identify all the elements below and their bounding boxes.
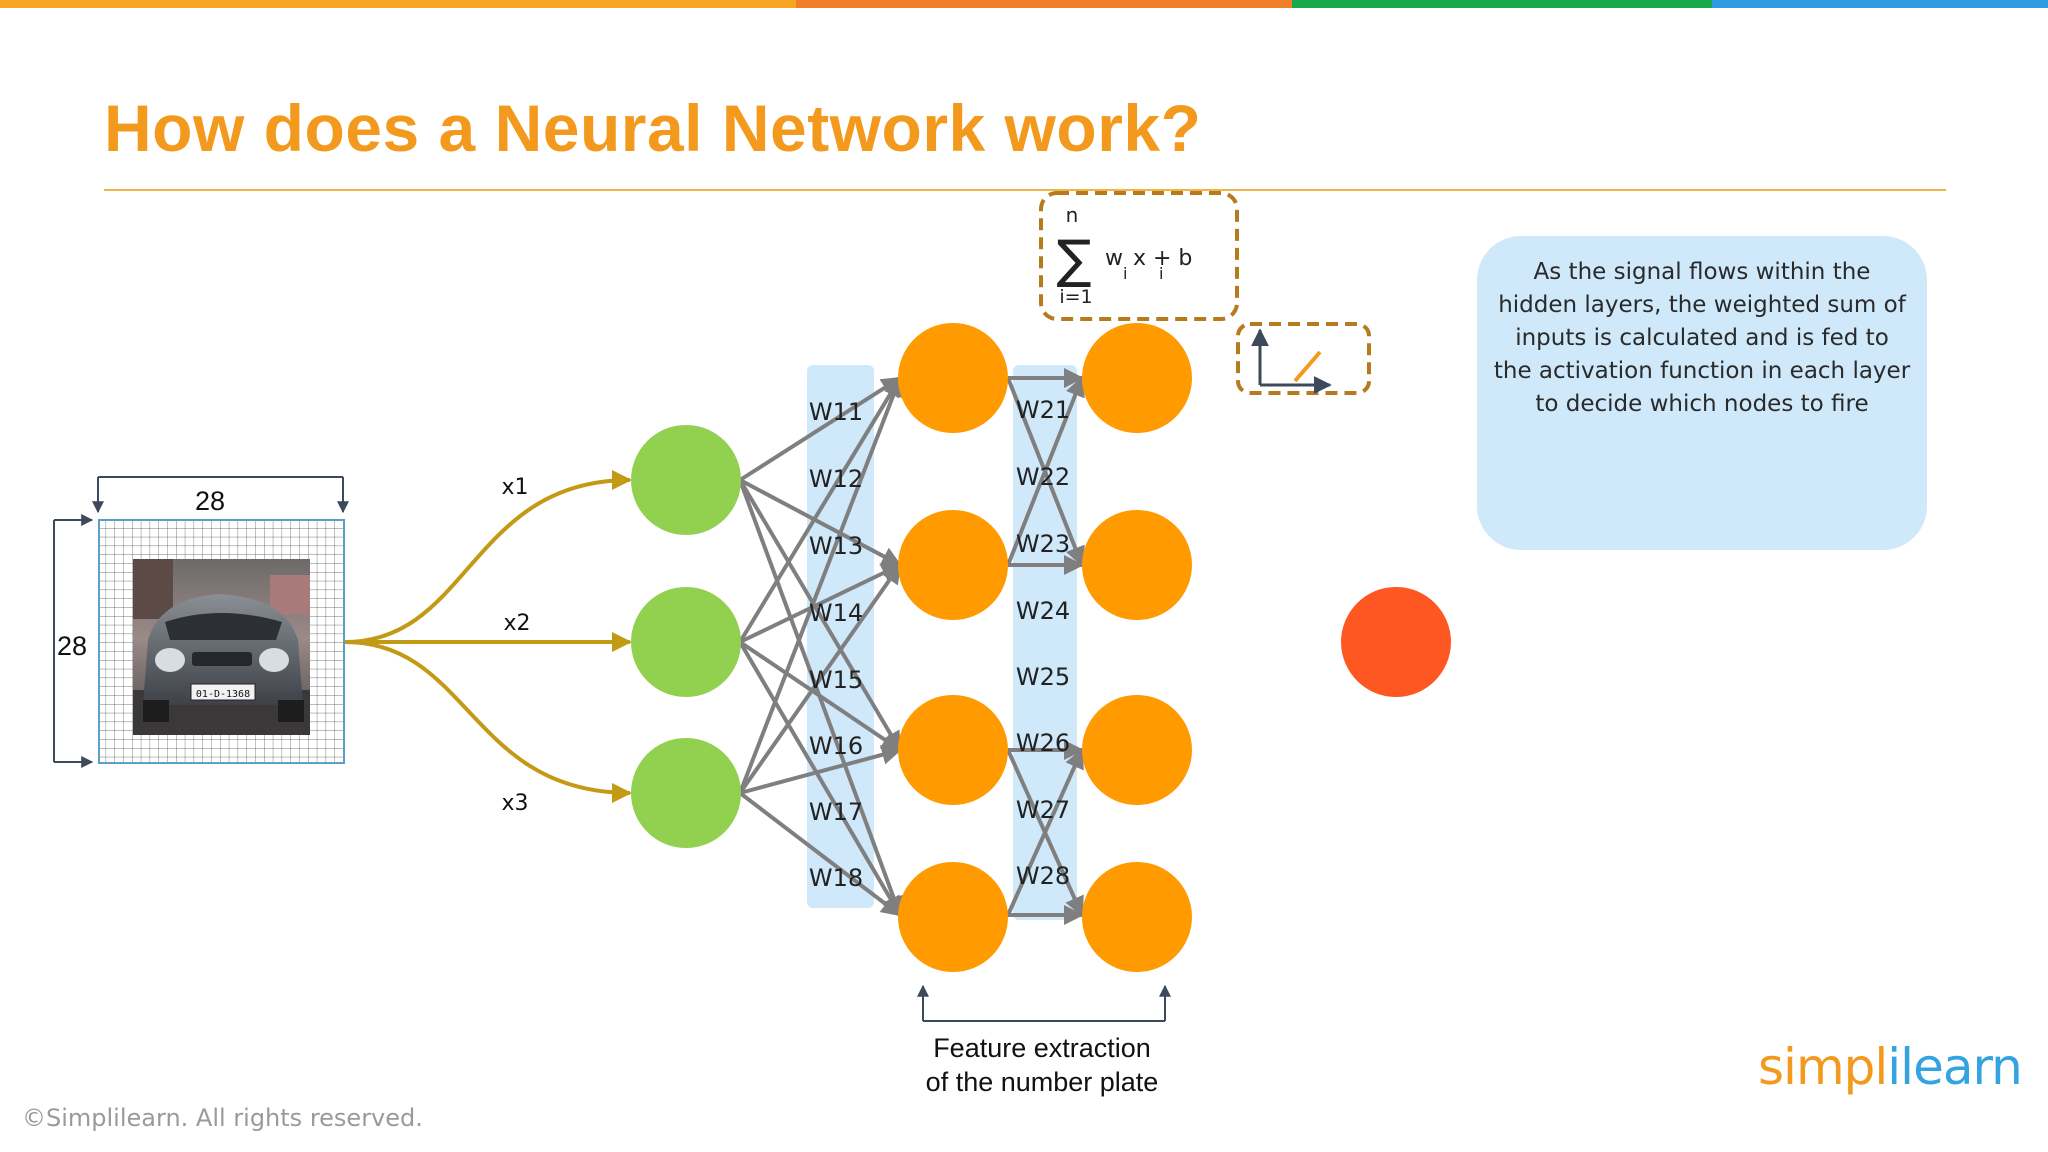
top-bar-segment-green xyxy=(1292,0,1712,8)
weight-label-w11: W11 xyxy=(809,398,863,426)
summation-formula: n ∑ i=1 w i x i + b xyxy=(1056,203,1192,308)
hidden2-node-2 xyxy=(1082,510,1192,620)
weight-label-w22: W22 xyxy=(1016,463,1070,491)
height-bracket xyxy=(53,514,94,768)
weight-label-w23: W23 xyxy=(1016,530,1070,558)
connections-layer2 xyxy=(1006,368,1085,925)
car-photo: 01-D-1368 xyxy=(133,559,310,735)
input-node-1 xyxy=(631,425,741,535)
input-node-3 xyxy=(631,738,741,848)
input-label-x2: x2 xyxy=(503,611,530,636)
weight-label-w14: W14 xyxy=(809,599,863,627)
weight-label-w24: W24 xyxy=(1016,597,1070,625)
logo-part-1: simpl xyxy=(1758,1038,1888,1096)
top-bar-segment-yellow xyxy=(0,0,796,8)
hidden2-node-1 xyxy=(1082,323,1192,433)
feature-label-line2: of the number plate xyxy=(926,1067,1159,1097)
sigma-icon: ∑ xyxy=(1056,230,1091,290)
hidden1-node-4 xyxy=(898,862,1008,972)
explanation-callout: As the signal flows within the hidden la… xyxy=(1477,236,1927,550)
weight-label-w18: W18 xyxy=(809,864,863,892)
top-bar-segment-orange xyxy=(796,0,1292,8)
width-bracket xyxy=(92,476,349,514)
weight-label-w28: W28 xyxy=(1016,862,1070,890)
formula-sub-2: i xyxy=(1159,264,1163,283)
formula-weight: w xyxy=(1105,246,1123,271)
logo-part-2: ilearn xyxy=(1887,1038,2023,1096)
output-node xyxy=(1341,587,1451,697)
formula-box xyxy=(1039,191,1239,321)
input-label-x3: x3 xyxy=(501,791,528,816)
feature-label-line1: Feature extraction xyxy=(933,1033,1151,1063)
input-node-2 xyxy=(631,587,741,697)
weight-label-w26: W26 xyxy=(1016,729,1070,757)
weight-label-w15: W15 xyxy=(809,666,863,694)
weight-label-w13: W13 xyxy=(809,532,863,560)
formula-multiply: x xyxy=(1133,246,1146,271)
copyright-footer: ©Simplilearn. All rights reserved. xyxy=(22,1104,423,1132)
weight-label-w16: W16 xyxy=(809,732,863,760)
title-underline xyxy=(104,189,1946,191)
hidden2-node-4 xyxy=(1082,862,1192,972)
simplilearn-logo: simplilearn xyxy=(1758,1038,2023,1096)
hidden1-node-3 xyxy=(898,695,1008,805)
feature-bracket xyxy=(917,984,1171,1022)
input-curves xyxy=(344,470,632,803)
width-label: 28 xyxy=(195,486,225,516)
weight-band-layer2 xyxy=(1013,365,1077,920)
hidden1-node-1 xyxy=(898,323,1008,433)
slide-title: How does a Neural Network work? xyxy=(104,91,1202,165)
weight-label-w25: W25 xyxy=(1016,663,1070,691)
weight-label-w27: W27 xyxy=(1016,796,1070,824)
activation-function-box xyxy=(1236,322,1371,395)
hidden1-node-2 xyxy=(898,510,1008,620)
weight-label-w21: W21 xyxy=(1016,396,1070,424)
weight-label-w12: W12 xyxy=(809,465,863,493)
weight-band-layer1 xyxy=(807,365,874,908)
sum-lower: i=1 xyxy=(1059,286,1092,308)
formula-bias: + b xyxy=(1153,246,1192,271)
top-color-bar xyxy=(0,0,2048,8)
height-label: 28 xyxy=(57,631,87,661)
formula-sub-1: i xyxy=(1123,264,1127,283)
weight-label-w17: W17 xyxy=(809,798,863,826)
sum-upper: n xyxy=(1066,203,1079,227)
input-label-x1: x1 xyxy=(501,475,528,500)
relu-graph-icon xyxy=(1251,328,1332,394)
connections-layer1 xyxy=(738,376,904,917)
plate-text: 01-D-1368 xyxy=(196,689,250,700)
top-bar-segment-blue xyxy=(1712,0,2048,8)
hidden2-node-3 xyxy=(1082,695,1192,805)
